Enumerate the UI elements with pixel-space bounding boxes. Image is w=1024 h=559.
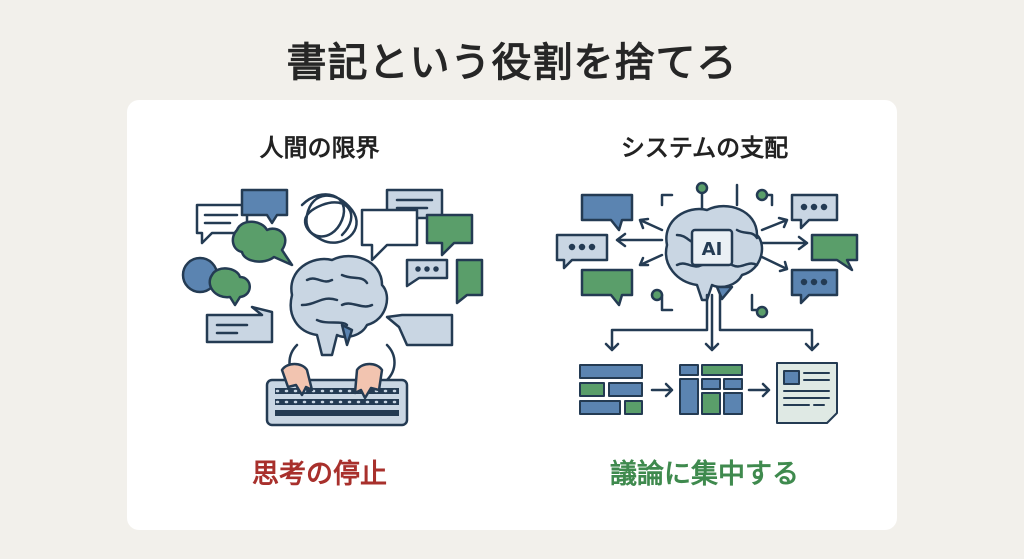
arrow-right-icon bbox=[650, 382, 674, 398]
ai-chip-icon: AI bbox=[690, 228, 734, 267]
speech-bubble-icon bbox=[790, 193, 839, 230]
system-control-illustration: AI bbox=[555, 181, 859, 424]
ai-chip-label: AI bbox=[702, 239, 723, 260]
arrows-downward bbox=[604, 293, 820, 352]
speech-bubble-icon bbox=[405, 258, 449, 288]
hand-icon bbox=[280, 362, 314, 397]
speech-bubble-icon bbox=[385, 313, 454, 347]
hand-icon bbox=[353, 362, 384, 400]
page-title: 書記という役割を捨てろ bbox=[286, 40, 738, 86]
speech-bubble-icon bbox=[555, 233, 609, 270]
speech-bubble-icon bbox=[425, 213, 474, 257]
arrow-right-icon bbox=[747, 382, 771, 398]
left-caption: 思考の停止 bbox=[252, 459, 387, 490]
speech-bubble-icon bbox=[455, 258, 484, 305]
document-icon bbox=[776, 362, 838, 424]
speech-bubble-icon bbox=[580, 193, 634, 232]
comparison-card: 人間の限界 システムの支配 bbox=[127, 100, 897, 530]
speech-bubble-icon bbox=[240, 188, 289, 225]
tangled-thought-icon bbox=[300, 193, 358, 244]
speech-bubble-icon bbox=[205, 305, 274, 344]
table-grid-icon bbox=[679, 364, 743, 415]
speech-bubble-icon bbox=[790, 268, 839, 305]
layout-blocks-icon bbox=[579, 364, 643, 415]
cloud-bubble-icon bbox=[208, 267, 251, 307]
speech-bubble-icon bbox=[580, 268, 634, 307]
cloud-bubble-icon bbox=[231, 220, 294, 267]
speech-bubble-icon bbox=[195, 203, 249, 245]
left-heading: 人間の限界 bbox=[259, 134, 380, 162]
arrows-outward bbox=[615, 216, 809, 273]
brain-icon bbox=[289, 254, 389, 357]
right-heading: システムの支配 bbox=[620, 134, 789, 162]
speech-bubble-icon bbox=[810, 233, 859, 272]
circuit-lines bbox=[650, 181, 774, 319]
speech-bubble-icon bbox=[360, 208, 419, 262]
human-limit-illustration bbox=[181, 188, 484, 427]
right-caption: 議論に集中する bbox=[610, 459, 799, 490]
